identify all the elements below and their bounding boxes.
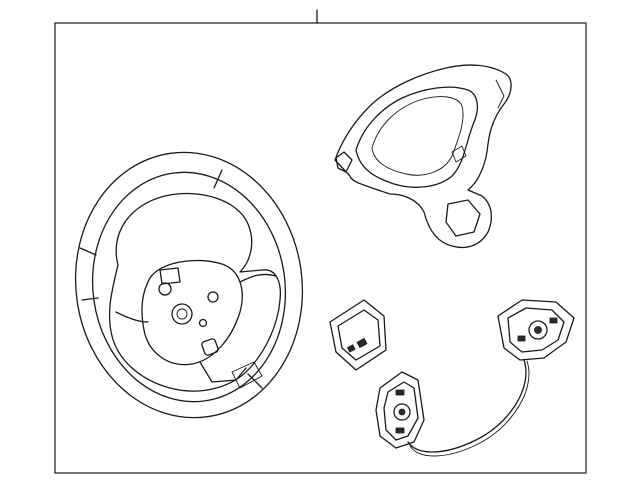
trim-cover-detail <box>451 145 467 163</box>
rim-seam-left-lower <box>81 297 99 301</box>
right-switch-face <box>507 307 565 353</box>
mount-hole-upper-left <box>158 282 172 296</box>
left-switch-face <box>383 381 419 441</box>
trim-cover-left-clip <box>335 151 353 173</box>
trim-cover-outer <box>334 64 512 249</box>
trim-cover <box>334 64 512 249</box>
left-switch-dial <box>393 403 411 421</box>
trim-cover-inner <box>355 86 479 188</box>
rim-seam-left-upper <box>79 247 97 256</box>
steering-wheel <box>74 151 304 419</box>
mount-slot-upper <box>159 267 181 285</box>
mount-hole-center-inner <box>176 308 188 320</box>
switch-panel-button <box>356 337 368 349</box>
wiring-harness <box>407 359 527 453</box>
left-spoke <box>115 311 149 323</box>
left-switch-dial-inner <box>398 408 406 416</box>
mount-hole-small <box>198 318 208 328</box>
right-switch-dial-inner <box>534 326 542 334</box>
right-spoke <box>239 273 277 283</box>
trim-cover-right-edge <box>495 79 505 109</box>
left-switch-button-bottom <box>395 427 405 434</box>
mount-hole-center <box>171 303 193 325</box>
diagram-frame <box>54 22 587 474</box>
trim-cover-opening <box>371 96 464 176</box>
switch-panel-button-2 <box>346 344 356 353</box>
right-switch-button-a <box>549 317 558 324</box>
rim-seam-top-right <box>213 169 223 189</box>
left-switch-button-top <box>395 389 405 396</box>
trim-cover-lower-pad <box>445 199 481 237</box>
right-switch-button-b <box>517 335 526 342</box>
left-switch-assembly <box>375 371 425 449</box>
mount-slot-lower <box>201 338 219 356</box>
switch-panel <box>329 299 387 371</box>
lower-spoke-pad <box>231 361 263 389</box>
lower-spoke <box>199 361 247 383</box>
wiring-harness-2 <box>409 360 530 457</box>
switch-panel-body <box>329 299 387 371</box>
mount-hole-right <box>207 291 219 303</box>
right-switch-assembly <box>497 299 575 361</box>
right-switch-dial <box>528 320 548 340</box>
wheel-rim-inner <box>91 171 287 403</box>
switch-panel-face <box>337 309 381 361</box>
rim-seam-bottom-right <box>247 373 263 389</box>
